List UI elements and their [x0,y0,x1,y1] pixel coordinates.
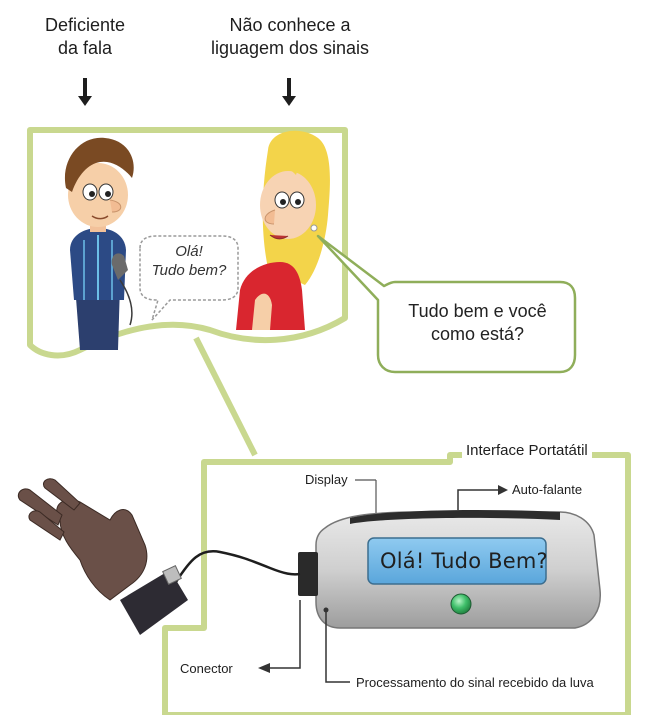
lcd-screen [367,537,547,585]
label-speaker: Auto-falante [512,482,583,497]
label-not-know-signs: Não conhece a liguagem dos sinais [210,15,370,58]
down-arrow-icon [282,78,296,106]
left-speech-bubble [139,235,239,321]
down-arrow-icon [78,78,92,106]
label-connector: Conector [180,661,233,676]
processing-pointer [323,607,350,683]
boy-character [64,137,134,350]
label-portable-interface: Interface Portatátil [462,442,592,459]
label-speech-impaired: Deficiente da fala [44,15,126,58]
left-bubble-text: Olá! Tudo bem? [151,243,227,279]
right-speech-bubble [316,234,577,374]
girl-character [236,130,330,330]
portable-device [298,510,601,629]
right-arrow-icon [457,485,508,510]
left-arrow-icon [258,600,301,673]
connector-band [193,336,258,457]
lcd-text: Olá! Tudo Bem? [380,549,548,573]
label-processing: Processamento do sinal recebido da luva [356,675,594,690]
right-bubble-text: Tudo bem e você como está? [408,301,547,344]
label-display: Display [305,472,348,487]
led-button[interactable] [450,593,472,615]
glove-icon [17,478,301,635]
